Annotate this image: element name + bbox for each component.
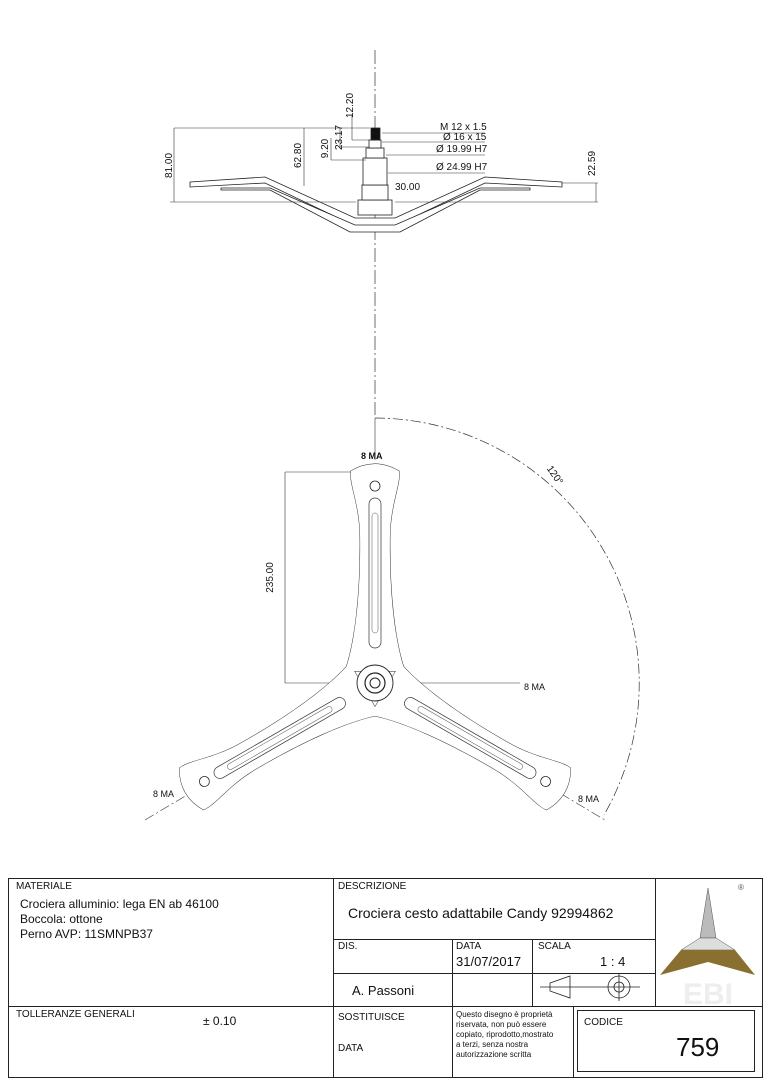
side-dimension-lines: [170, 115, 598, 203]
codice-box: [577, 1010, 755, 1072]
data-label: DATA: [456, 941, 482, 952]
dis-value: A. Passoni: [352, 983, 415, 998]
svg-text:®: ®: [738, 883, 744, 892]
projection-symbol-icon: [540, 973, 640, 1001]
notice-line: autorizzazione scritta: [456, 1050, 532, 1059]
ebi-logo: EBI ®: [660, 883, 755, 1011]
spider-arm-fill: [370, 663, 571, 810]
dim-81-00: 81.00: [164, 152, 176, 179]
angle-arc: [374, 417, 640, 816]
arm-rib-inner: [227, 706, 333, 770]
hole-icon: [198, 776, 210, 787]
materiale-label: MATERIALE: [16, 881, 72, 892]
hole-label-left: 8 MA: [153, 789, 175, 799]
hole-icon: [369, 480, 381, 492]
dim-12-20: 12.20: [345, 92, 357, 119]
dim-30-00: 30.00: [395, 182, 421, 193]
notice-line: copiato, riprodotto,mostrato: [456, 1030, 554, 1039]
materiale-line: Crociera alluminio: lega EN ab 46100: [20, 897, 219, 911]
sostituisce-data-label: DATA: [338, 1043, 364, 1054]
arm-rib: [213, 697, 346, 779]
codice-value: 759: [676, 1032, 720, 1062]
dim-9-20: 9.20: [320, 138, 332, 159]
codice-label: CODICE: [584, 1017, 623, 1028]
notice-line: Questo disegno è proprietà: [456, 1010, 553, 1019]
sostituisce-label: SOSTITUISCE: [338, 1012, 405, 1023]
callout-d19: Ø 19.99 H7: [436, 144, 488, 155]
dim-23-17: 23.17: [334, 124, 346, 151]
notice-line: a terzi, senza nostra: [456, 1040, 529, 1049]
descrizione-label: DESCRIZIONE: [338, 881, 407, 892]
dim-235: 235.00: [264, 562, 276, 593]
data-value: 31/07/2017: [456, 954, 522, 969]
hub-shaft: [369, 677, 381, 689]
callout-d24: Ø 24.99 H7: [436, 162, 488, 173]
arm-rib-inner: [371, 512, 379, 634]
materiale-lines: Crociera alluminio: lega EN ab 46100 Boc…: [20, 897, 219, 942]
scala-label: SCALA: [538, 941, 571, 952]
arm-rib: [368, 497, 382, 649]
materiale-line: Perno AVP: 11SMNPB37: [20, 927, 153, 941]
scala-value: 1 : 4: [600, 954, 626, 969]
dis-label: DIS.: [338, 941, 358, 952]
hole-icon: [540, 776, 552, 787]
materiale-line: Boccola: ottone: [20, 912, 103, 926]
callout-thread: M 12 x 1.5: [440, 122, 487, 133]
spider-arm-fill: [345, 464, 405, 671]
callout-d16: Ø 16 x 15: [443, 132, 487, 143]
top-view-spider: [178, 463, 572, 811]
dim-22-59: 22.59: [587, 150, 599, 177]
spider-arm-fill: [179, 663, 380, 810]
dim-62-80: 62.80: [293, 142, 305, 169]
side-view-spider: [189, 127, 563, 233]
hole-label-lower-right: 8 MA: [578, 794, 600, 804]
arm-rib: [404, 697, 537, 779]
hole-label-right: 8 MA: [524, 682, 546, 692]
svg-text:EBI: EBI: [683, 978, 733, 1011]
tolleranze-label: TOLLERANZE GENERALI: [16, 1009, 135, 1020]
hole-label-top: 8 MA: [361, 451, 383, 461]
arm-rib-inner: [417, 706, 523, 770]
notice-line: riservata, non può essere: [456, 1020, 547, 1029]
descrizione-value: Crociera cesto adattabile Candy 92994862: [348, 905, 614, 921]
property-notice: Questo disegno è proprietà riservata, no…: [456, 1010, 553, 1060]
tolleranze-value: ± 0.10: [203, 1014, 237, 1028]
